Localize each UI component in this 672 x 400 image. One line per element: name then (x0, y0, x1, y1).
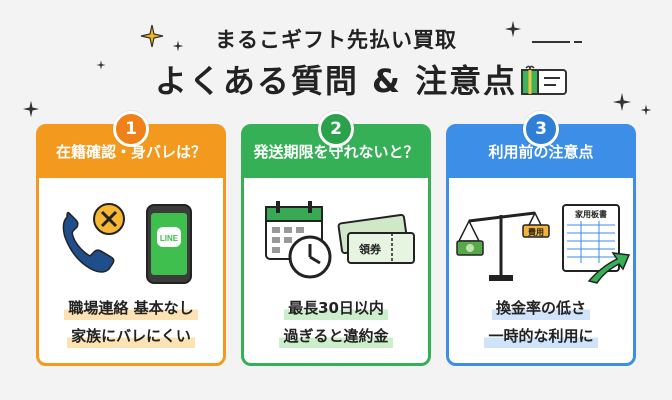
voucher-label: 領券 (358, 242, 382, 256)
ledger-icon: 家用板書 (562, 204, 620, 272)
sparkle-icon (640, 104, 652, 116)
card-illustration: LINE (62, 203, 192, 284)
fee-label: 費用 (528, 227, 544, 237)
page-title: よくある質問 & 注意点 (154, 62, 518, 100)
faq-card-deadline: 2 発送期限を守れないと？ 領券 最長30日以内 過ぎると違約金 (241, 111, 431, 366)
gift-card-icon (521, 65, 567, 95)
sparkle-icon (504, 20, 522, 38)
faq-card-identity: 1 在籍確認・身バレは？ LINE 職場連絡 基本なし 家族にバレにくい (36, 111, 226, 366)
voucher-icon: 領券 (337, 213, 415, 264)
page-subtitle: まるこギフト先払い買取 (215, 28, 457, 52)
phone-call-icon (62, 211, 115, 273)
card-line: 一時的な利用に (484, 325, 598, 348)
calendar-icon (265, 201, 323, 260)
clock-icon (288, 235, 332, 279)
arrow-up-right-icon (587, 252, 631, 284)
card-number-badge: 3 (523, 111, 559, 147)
sparkle-icon (96, 60, 106, 70)
card-line: 家族にバレにくい (67, 325, 195, 348)
card-line: 過ぎると違約金 (279, 325, 393, 348)
ledger-label: 家用板書 (575, 209, 607, 219)
card-heading: 発送期限を守れないと？ (244, 127, 428, 178)
phone-screen-label: LINE (160, 234, 179, 243)
scale-icon: 費用 (456, 211, 550, 281)
card-number-badge: 2 (318, 111, 354, 147)
card-line: 職場連絡 基本なし (64, 297, 198, 320)
card-line: 最長30日以内 (284, 297, 388, 320)
sparkle-icon (172, 40, 184, 52)
dash-lines-icon (532, 41, 582, 43)
card-line: 換金率の低さ (491, 297, 590, 320)
no-call-icon (93, 203, 125, 235)
sparkle-icon (22, 100, 40, 118)
card-illustration: 費用 家用板書 (456, 204, 631, 284)
card-number-badge: 1 (113, 111, 149, 147)
card-illustration: 領券 (265, 201, 415, 279)
smartphone-icon: LINE (146, 204, 192, 284)
sparkle-icon (612, 92, 632, 112)
faq-card-caution: 3 利用前の注意点 費用 家用板書 換金率の低 (446, 111, 636, 366)
sparkle-icon (140, 24, 164, 48)
